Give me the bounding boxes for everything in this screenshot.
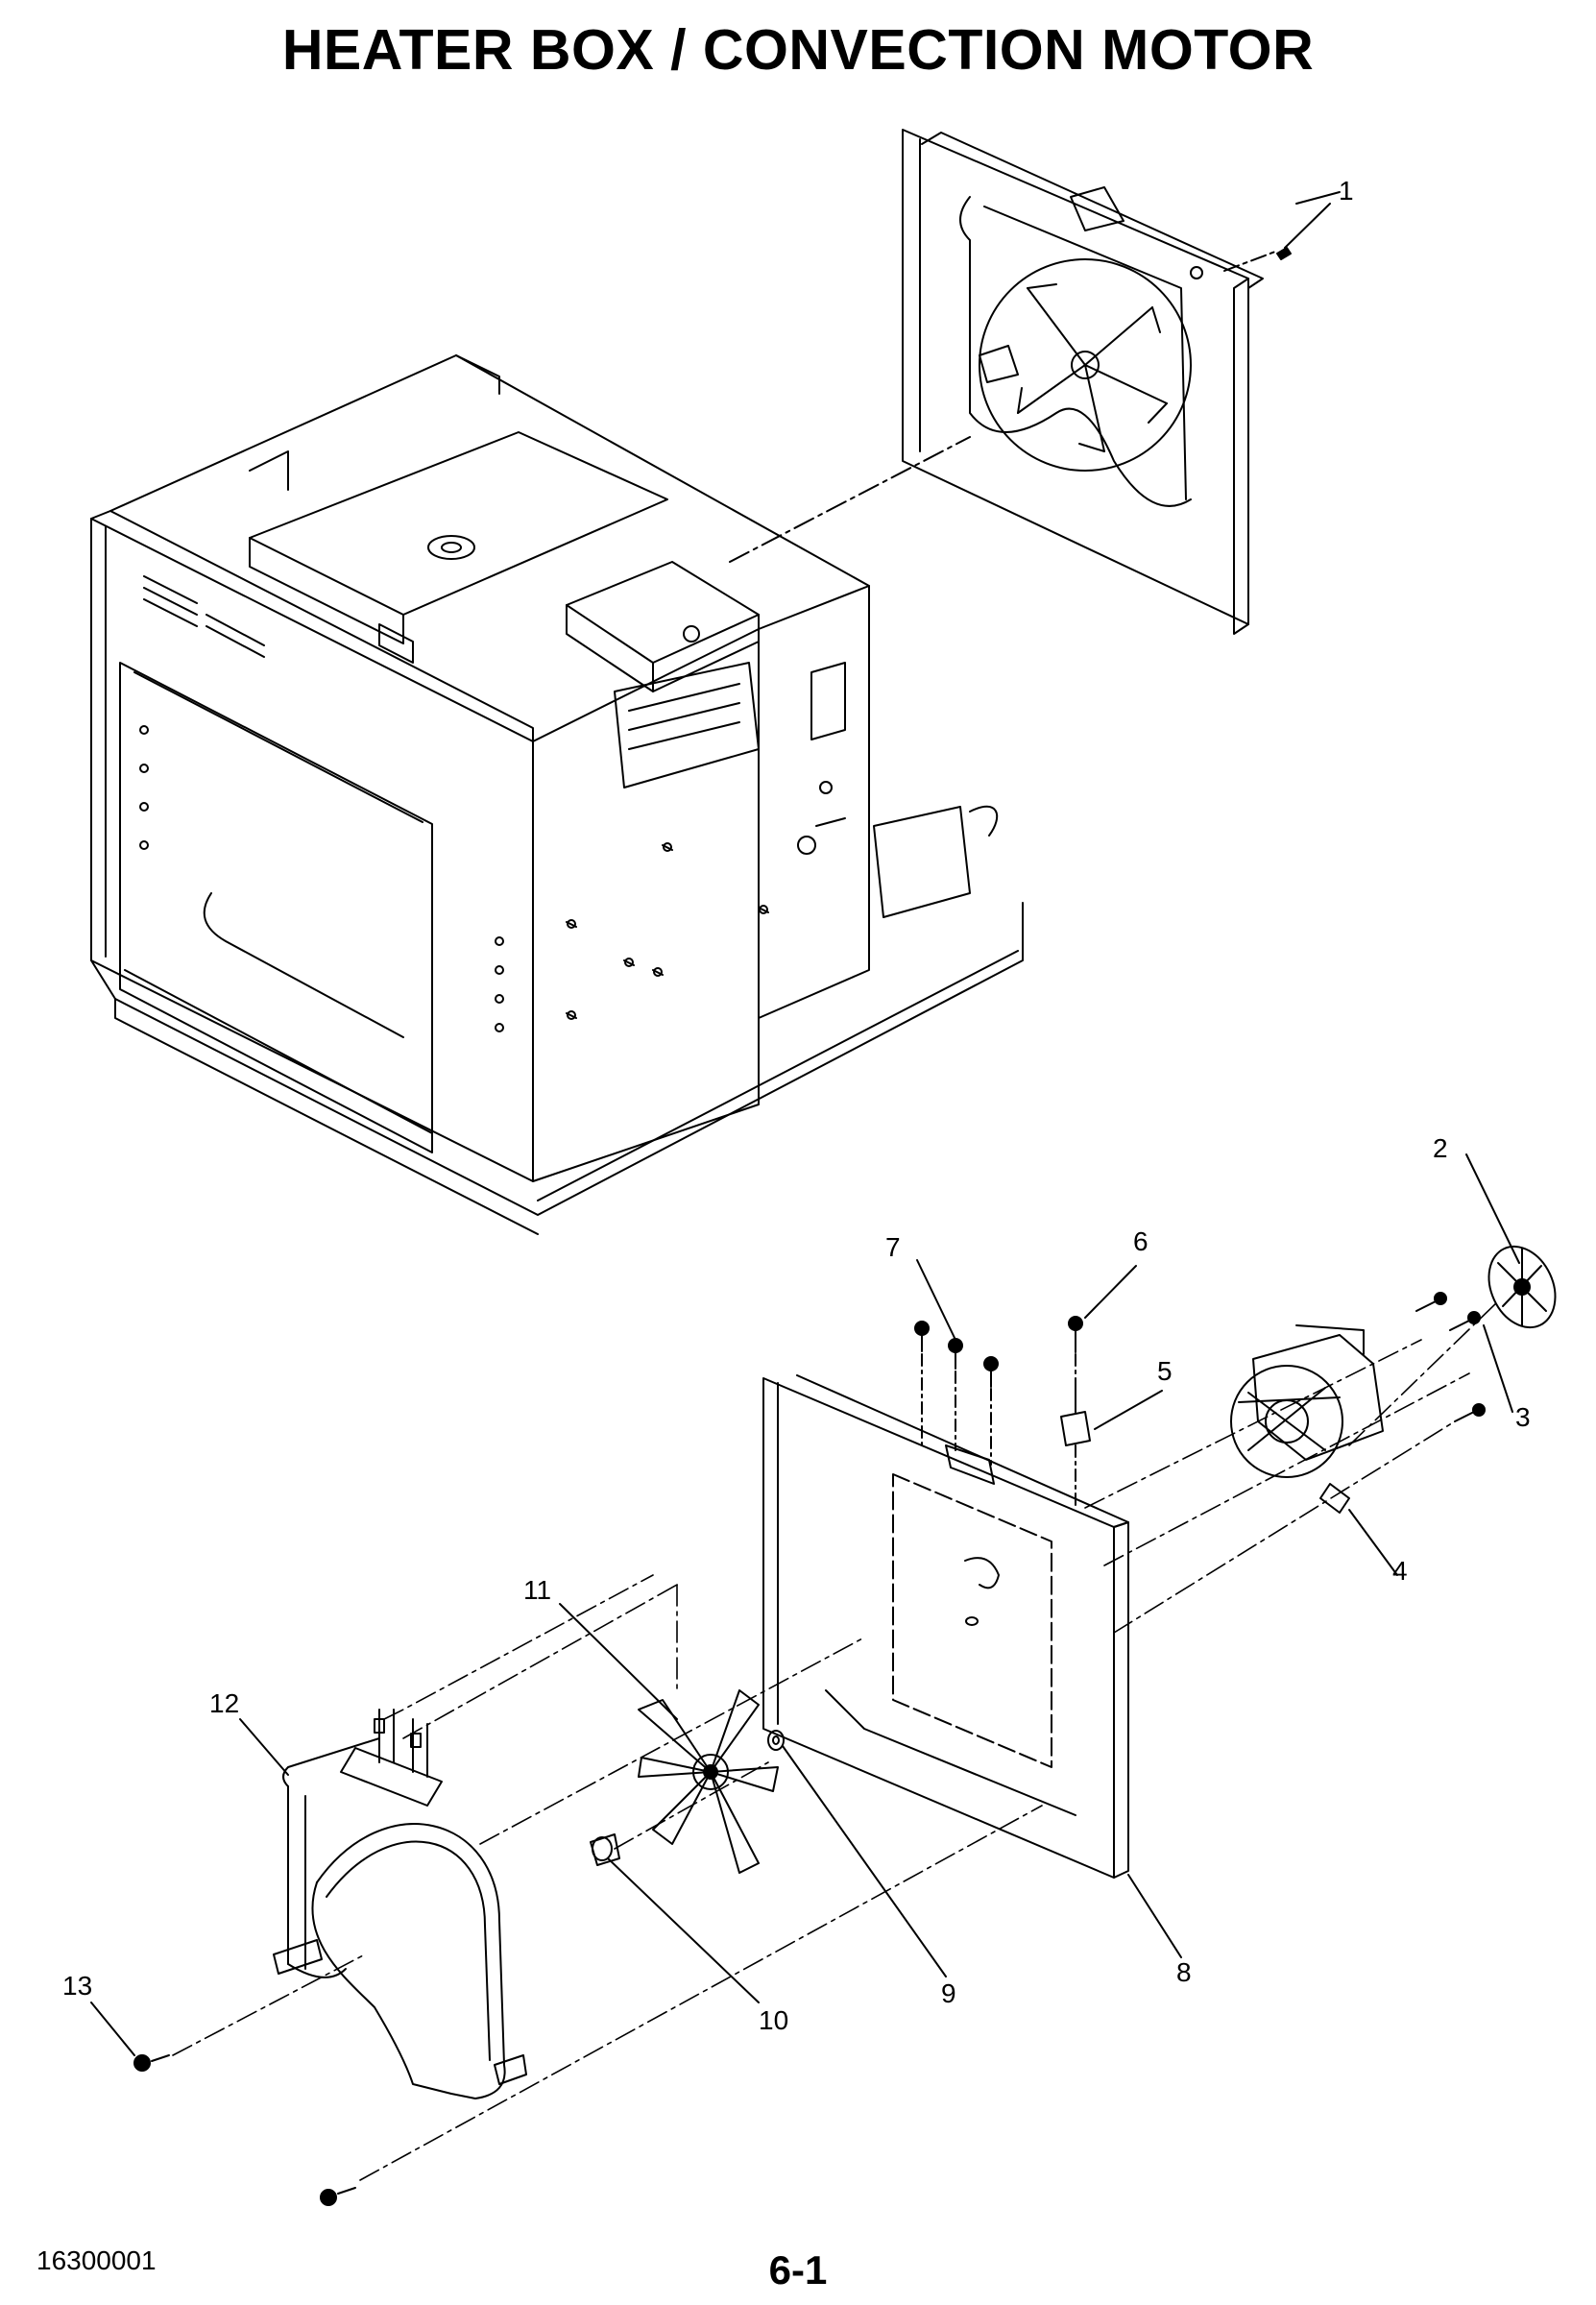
assembled-heater-box-illustration xyxy=(902,129,1264,635)
fan-hardware-illustration xyxy=(590,1730,785,1866)
panel-screws-illustration xyxy=(914,1316,1083,1466)
oven-chassis-illustration xyxy=(90,354,1024,1235)
convection-fan-illustration xyxy=(638,1689,779,1874)
callout-7: 7 xyxy=(885,1232,901,1262)
callout-leaders xyxy=(90,1153,1520,2056)
heater-box-panel-illustration xyxy=(762,1374,1129,1879)
callout-1-leader xyxy=(1223,191,1341,272)
callout-6: 6 xyxy=(1133,1226,1149,1256)
callout-8: 8 xyxy=(1176,1957,1192,1987)
motor-screws-illustration xyxy=(1415,1292,1486,1422)
motor-fan-blade-illustration xyxy=(1487,1245,1557,1329)
callout-10: 10 xyxy=(759,2005,789,2035)
callout-2: 2 xyxy=(1433,1133,1448,1163)
page-title: HEATER BOX / CONVECTION MOTOR xyxy=(281,18,1315,82)
callout-11: 11 xyxy=(523,1575,552,1605)
callout-3: 3 xyxy=(1515,1402,1531,1432)
callout-13: 13 xyxy=(62,1971,93,2001)
convection-motor-illustration xyxy=(1230,1324,1384,1514)
callout-12: 12 xyxy=(209,1688,240,1718)
callout-9: 9 xyxy=(941,1978,956,2008)
callout-1: 1 xyxy=(1339,176,1354,206)
heater-screws-illustration xyxy=(133,2054,356,2206)
callout-5: 5 xyxy=(1157,1356,1173,1386)
callout-4: 4 xyxy=(1392,1556,1408,1586)
document-number: 16300001 xyxy=(36,2245,157,2275)
assembly-lines xyxy=(172,1300,1499,2181)
thermal-fuse-illustration xyxy=(1060,1382,1091,1509)
page-number: 6-1 xyxy=(768,2247,828,2293)
heater-element-illustration xyxy=(273,1709,527,2099)
